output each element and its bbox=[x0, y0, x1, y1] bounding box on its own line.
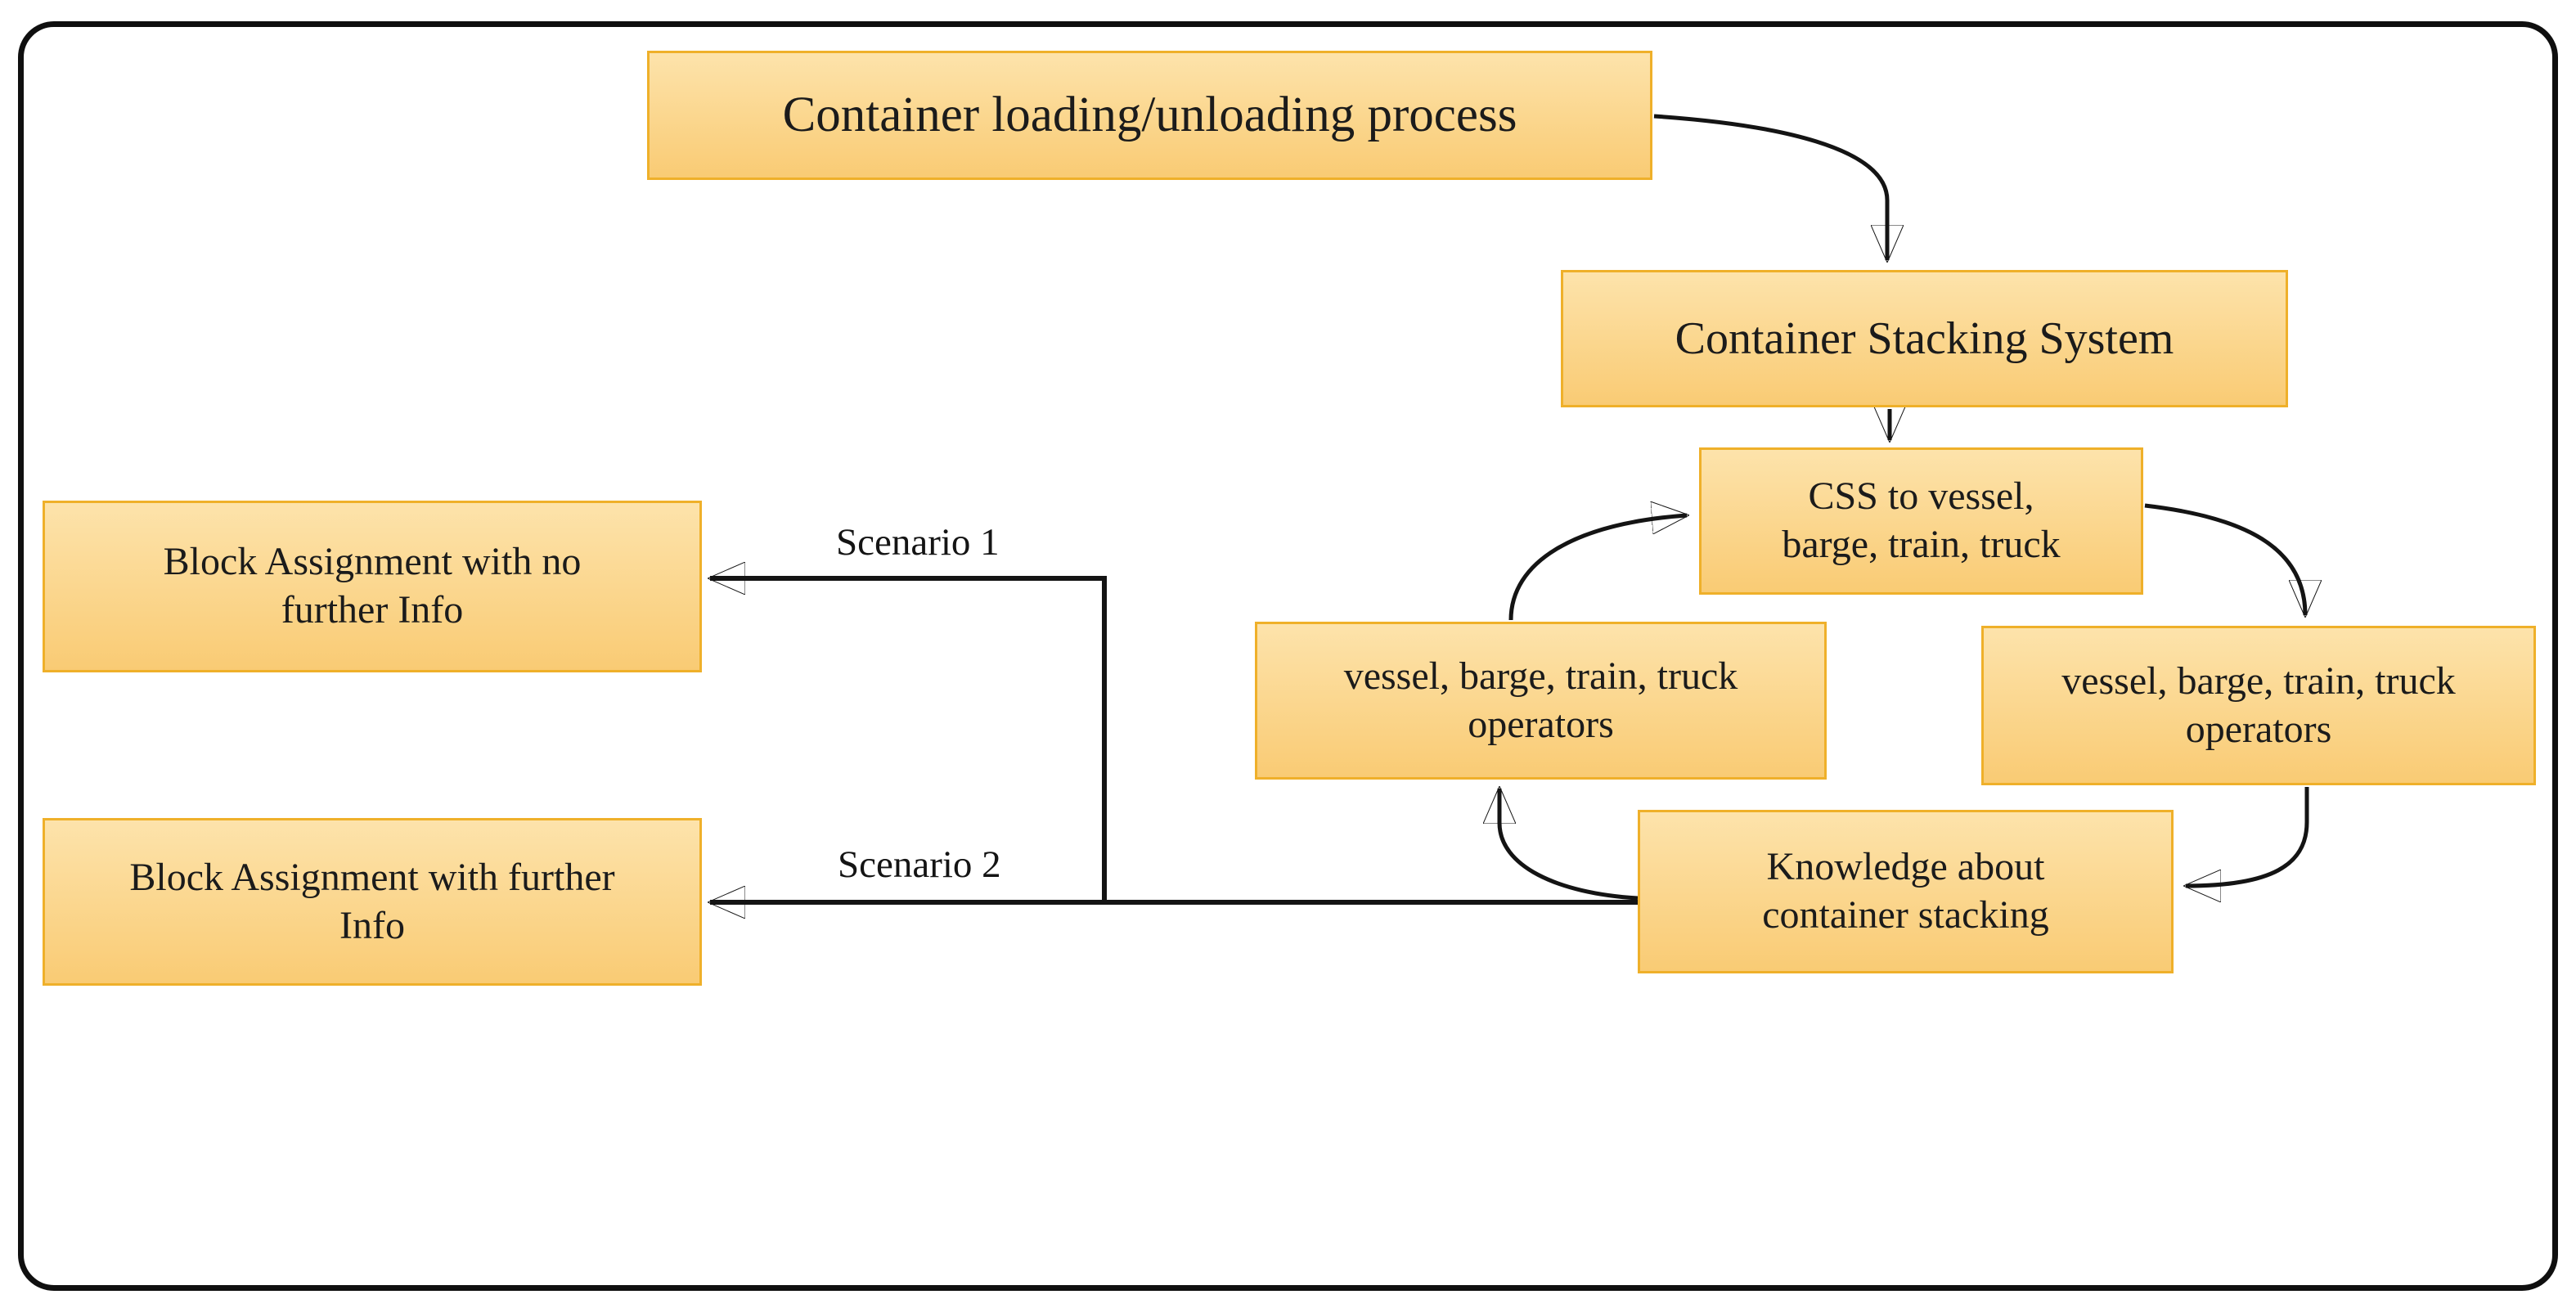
node-label: Block Assignment with further Info bbox=[129, 855, 615, 947]
node-operators-left: vessel, barge, train, truck operators bbox=[1255, 622, 1827, 780]
node-label: vessel, barge, train, truck operators bbox=[1343, 654, 1738, 746]
edge-label-scenario-2: Scenario 2 bbox=[838, 843, 1001, 886]
node-label: CSS to vessel, barge, train, truck bbox=[1782, 474, 2061, 566]
node-block-assignment-no-further-info: Block Assignment with no further Info bbox=[43, 501, 702, 672]
node-label: Block Assignment with no further Info bbox=[163, 540, 582, 632]
diagram-outer-border bbox=[18, 21, 2558, 1291]
node-knowledge-about-container-stacking: Knowledge about container stacking bbox=[1638, 810, 2174, 973]
node-label: Container loading/unloading process bbox=[782, 87, 1517, 142]
node-css-to-vessel-barge-train-truck: CSS to vessel, barge, train, truck bbox=[1699, 447, 2143, 595]
node-block-assignment-with-further-info: Block Assignment with further Info bbox=[43, 818, 702, 986]
node-container-loading-unloading-process: Container loading/unloading process bbox=[647, 51, 1652, 180]
node-label: Knowledge about container stacking bbox=[1762, 845, 2049, 937]
node-container-stacking-system: Container Stacking System bbox=[1561, 270, 2288, 407]
node-label: Container Stacking System bbox=[1675, 312, 2174, 364]
node-label: vessel, barge, train, truck operators bbox=[2061, 658, 2456, 751]
node-operators-right: vessel, barge, train, truck operators bbox=[1981, 626, 2536, 785]
edge-label-scenario-1: Scenario 1 bbox=[836, 521, 1000, 564]
